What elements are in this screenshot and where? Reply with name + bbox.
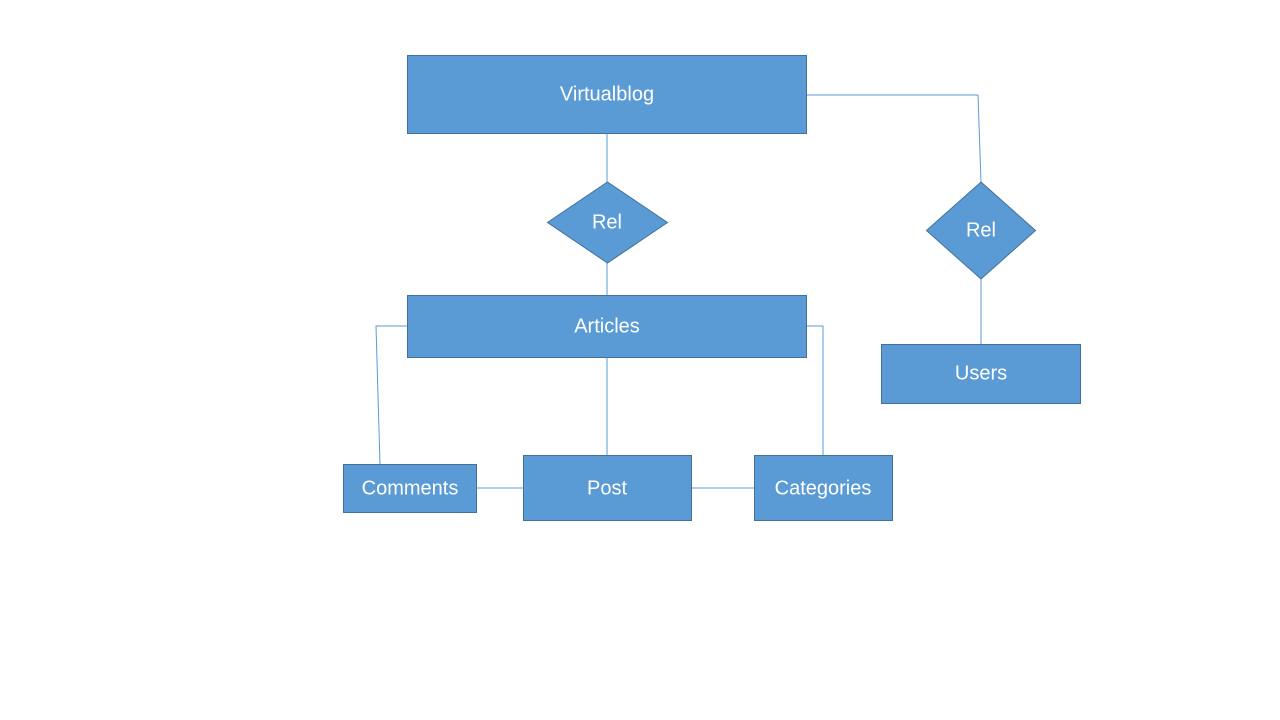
connector-articles-categories (807, 325, 824, 456)
connectors (375, 94, 982, 489)
entity-virtualblog-label: Virtualblog (560, 83, 654, 105)
connector-articles-comments (375, 325, 407, 466)
relationship-rel-articles-diamond (546, 181, 669, 264)
entity-articles: Articles (407, 295, 807, 358)
entity-post-box (523, 455, 692, 521)
connector-virtualblog-rel-right (807, 94, 982, 183)
entity-categories: Categories (754, 455, 893, 521)
entity-comments-box (343, 464, 477, 513)
entity-post: Post (523, 455, 692, 521)
entity-categories-box (754, 455, 893, 521)
entity-comments-label: Comments (362, 477, 459, 499)
entity-articles-label: Articles (574, 315, 640, 337)
entity-virtualblog-box (407, 55, 807, 134)
relationship-rel-users-diamond (925, 181, 1037, 280)
entity-users-label: Users (955, 362, 1007, 384)
entity-articles-box (407, 295, 807, 358)
relationship-rel-users: Rel (925, 181, 1037, 280)
entity-comments: Comments (343, 464, 477, 513)
entity-users: Users (881, 344, 1081, 404)
relationship-rel-articles-label: Rel (592, 211, 622, 233)
entity-users-box (881, 344, 1081, 404)
entity-post-label: Post (587, 477, 627, 499)
relationship-rel-users-label: Rel (966, 219, 996, 241)
relationship-rel-articles: Rel (546, 181, 669, 264)
entity-virtualblog: Virtualblog (407, 55, 807, 134)
entity-categories-label: Categories (775, 477, 872, 499)
